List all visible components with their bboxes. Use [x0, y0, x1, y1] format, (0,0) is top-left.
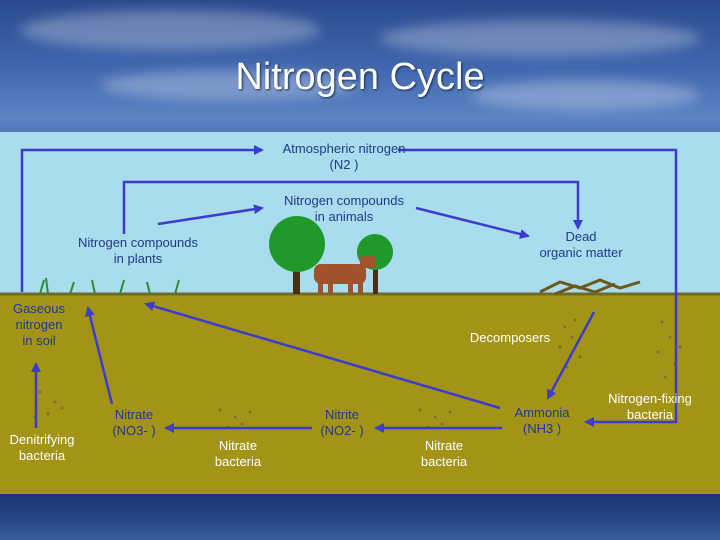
ammonia-formula: (NH3 ) [522, 421, 562, 436]
arrow-dead-matter-to-ammonia [546, 311, 596, 400]
cloud [380, 20, 700, 56]
denitrifying-bacteria-label: Denitrifying bacteria [0, 432, 84, 464]
atmospheric-nitrogen-text: Atmospheric nitrogen [282, 141, 406, 156]
grass [39, 277, 180, 295]
compounds-plants-line1: Nitrogen compounds [78, 235, 198, 250]
arrow-nitrate-to-plants [85, 306, 114, 405]
cow-icon [314, 256, 376, 294]
dead-organic-matter-icon [539, 278, 641, 296]
gaseous-line3: in soil [22, 333, 56, 348]
dead-matter-line2: organic matter [539, 245, 623, 260]
atmospheric-nitrogen-label: Atmospheric nitrogen (N2 ) [262, 141, 426, 173]
arrow-gaseous-to-atmosphere [20, 145, 264, 292]
cloud [20, 10, 320, 50]
arrow-atmosphere-to-ammonia [398, 148, 678, 427]
nitrite-label: Nitrite (NO2- ) [306, 407, 378, 439]
nitrate-bacteria-left-line1: Nitrate [218, 438, 258, 453]
compounds-animals-line2: in animals [314, 209, 374, 224]
gaseous-line2: nitrogen [15, 317, 63, 332]
ammonia-line1: Ammonia [514, 405, 570, 420]
gaseous-nitrogen-label: Gaseous nitrogen in soil [2, 301, 76, 349]
nitrogen-compounds-plants-label: Nitrogen compounds in plants [56, 235, 220, 267]
arrow-plants-to-dead-matter [122, 180, 583, 234]
compounds-animals-line1: Nitrogen compounds [284, 193, 404, 208]
denitrifying-line2: bacteria [18, 448, 66, 463]
slide-title: Nitrogen Cycle [235, 56, 485, 98]
nitrate-label: Nitrate (NO3- ) [98, 407, 170, 439]
arrow-ammonia-to-gaseous [144, 301, 501, 410]
dead-organic-matter-label: Dead organic matter [526, 229, 636, 261]
atmospheric-nitrogen-formula: (N2 ) [329, 157, 359, 172]
bottom-background [0, 494, 720, 540]
nitrogen-compounds-animals-label: Nitrogen compounds in animals [262, 193, 426, 225]
fixing-line2: bacteria [626, 407, 674, 422]
nitrate-bacteria-left-line2: bacteria [214, 454, 262, 469]
nitrate-formula: (NO3- ) [112, 423, 156, 438]
compounds-plants-line2: in plants [113, 251, 163, 266]
nitrite-line1: Nitrite [325, 407, 359, 422]
nitrogen-cycle-diagram [0, 132, 720, 494]
nitrogen-fixing-bacteria-label: Nitrogen-fixing bacteria [596, 391, 704, 423]
cloud [100, 70, 360, 100]
nitrate-line1: Nitrate [114, 407, 154, 422]
nitrate-bacteria-label-left: Nitrate bacteria [196, 438, 280, 470]
fixing-line1: Nitrogen-fixing [608, 391, 692, 406]
nitrate-bacteria-right-line1: Nitrate [424, 438, 464, 453]
denitrifying-line1: Denitrifying [9, 432, 75, 447]
dead-matter-line1: Dead [565, 229, 597, 244]
nitrate-bacteria-label-right: Nitrate bacteria [402, 438, 486, 470]
cloud [470, 80, 700, 110]
soil-area [0, 294, 720, 494]
cycle-arrows [20, 145, 678, 433]
arrow-plants-to-animals [157, 204, 264, 226]
nitrite-formula: (NO2- ) [320, 423, 364, 438]
tree-icon [269, 216, 325, 294]
gaseous-line1: Gaseous [12, 301, 66, 316]
arrow-animals-to-dead-matter [415, 206, 530, 239]
nitrate-bacteria-right-line2: bacteria [420, 454, 468, 469]
decomposers-label: Decomposers [469, 330, 551, 345]
ammonia-label: Ammonia (NH3 ) [502, 405, 582, 437]
